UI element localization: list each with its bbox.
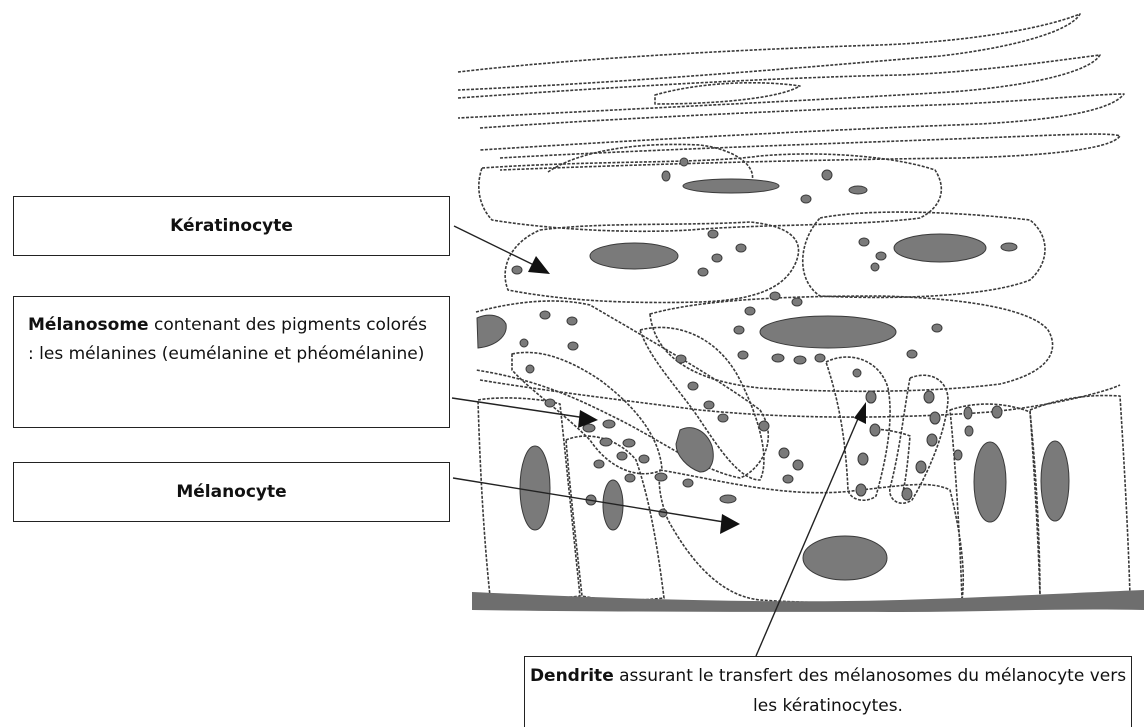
nuclei [477, 179, 1069, 580]
melanocyte-label-box: Mélanocyte [13, 462, 450, 522]
keratinocyte-label-box: Kératinocyte [13, 196, 450, 256]
keratinocyte-label: Kératinocyte [170, 212, 293, 241]
melanocyte-label: Mélanocyte [176, 478, 286, 507]
dendrite-description: assurant le transfert des mélanosomes du… [614, 666, 1126, 716]
melanocyte-dendrite [826, 357, 890, 500]
dendrite-term: Dendrite [530, 666, 614, 686]
melanosome-label-box: Mélanosome contenant des pigments coloré… [13, 296, 450, 428]
melanosome-term: Mélanosome [28, 315, 149, 335]
basement-membrane [472, 590, 1144, 612]
stratum-corneum-layers [458, 14, 1124, 170]
melanocyte-body [659, 470, 963, 603]
dendrite-label-box: Dendrite assurant le transfert des mélan… [524, 656, 1132, 727]
